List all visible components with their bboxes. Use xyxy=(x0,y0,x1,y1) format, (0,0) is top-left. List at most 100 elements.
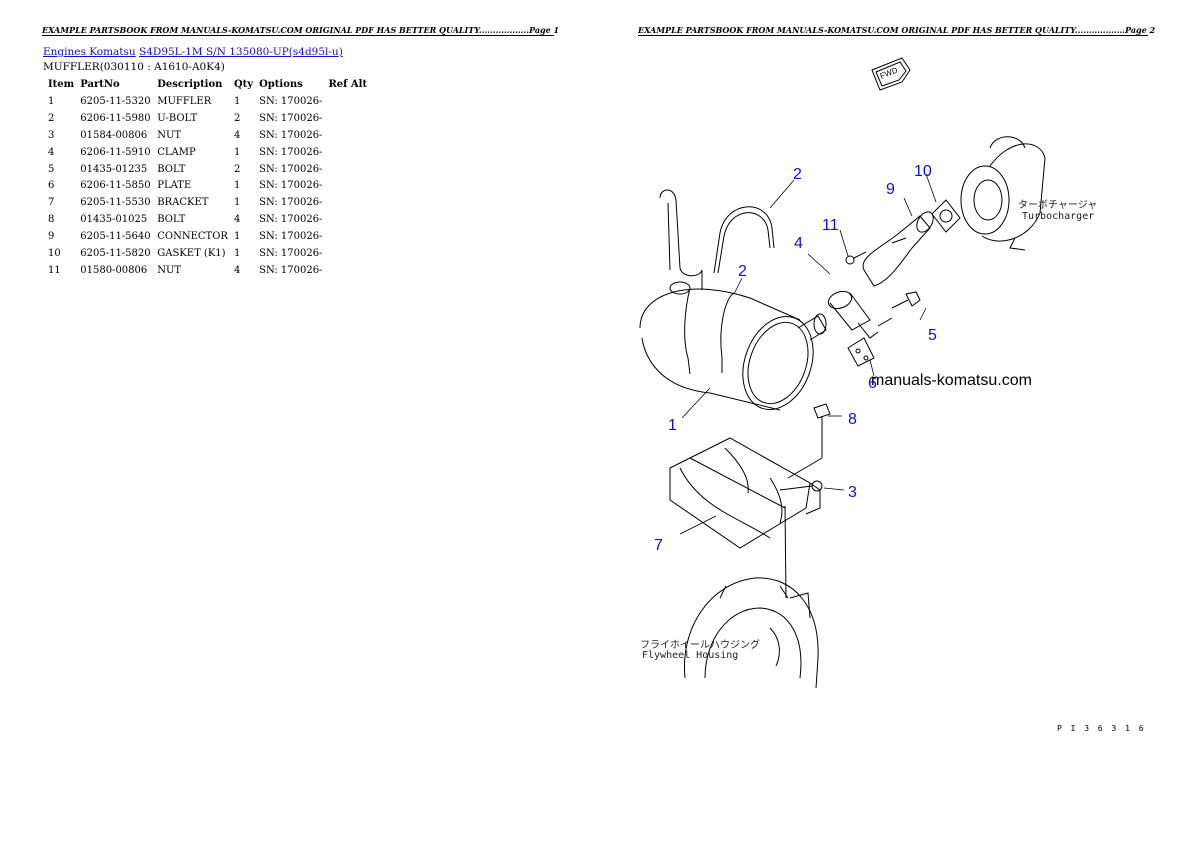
turbocharger-label-jp: ターボチャージャ xyxy=(1018,200,1098,211)
qty-cell: 1 xyxy=(233,95,241,107)
qty-cell: 4 xyxy=(233,129,241,141)
breadcrumb: Engines Komatsu S4D95L-1M S/N 135080-UP(… xyxy=(43,46,343,58)
partno-cell: 6206-11-5980 xyxy=(80,112,151,124)
options-cell: SN: 170026- xyxy=(259,180,323,192)
item-cell: 3 xyxy=(48,129,55,141)
table-row: 1 6205-11-5320 MUFFLER 1 SN: 170026- xyxy=(45,93,370,110)
item-cell: 11 xyxy=(48,264,61,276)
options-cell: SN: 170026- xyxy=(259,112,323,124)
options-cell: SN: 170026- xyxy=(259,214,323,226)
options-cell: SN: 170026- xyxy=(259,95,323,107)
callout-2-muffler: 2 xyxy=(738,263,747,280)
callout-9: 9 xyxy=(886,181,895,198)
plate-drawing xyxy=(847,337,875,367)
qty-cell: 4 xyxy=(233,214,241,226)
qty-cell: 1 xyxy=(233,197,241,209)
breadcrumb-link-model[interactable]: S4D95L-1M S/N 135080-UP(s4d95l-u) xyxy=(139,46,343,58)
connector-drawing xyxy=(862,211,934,287)
column-header-item: Item xyxy=(48,79,75,90)
ref-alt-cell xyxy=(325,228,370,245)
qty-cell: 1 xyxy=(233,180,241,192)
partno-cell: 6206-11-5910 xyxy=(80,146,151,158)
u-bolt-drawing xyxy=(713,206,775,274)
callout-labels: 2 2 1 3 4 5 6 7 8 9 10 11 xyxy=(654,163,937,554)
clamp-drawing xyxy=(827,290,879,339)
description-cell: CONNECTOR xyxy=(157,231,228,243)
qty-cell: 2 xyxy=(233,163,241,175)
leader-lines xyxy=(679,173,937,535)
callout-6: 6 xyxy=(868,375,877,392)
ref-alt-cell xyxy=(325,177,370,194)
partno-cell: 6205-11-5640 xyxy=(80,231,151,243)
description-cell: BOLT xyxy=(157,163,186,175)
description-cell: MUFFLER xyxy=(157,95,212,107)
fwd-arrow-icon xyxy=(871,57,911,91)
callout-3: 3 xyxy=(848,484,857,501)
partno-cell: 01584-00806 xyxy=(80,129,148,141)
ref-alt-cell xyxy=(325,211,370,228)
ref-alt-cell xyxy=(325,245,370,262)
item-cell: 1 xyxy=(48,95,55,107)
item-cell: 7 xyxy=(48,197,55,209)
table-row: 7 6205-11-5530 BRACKET 1 SN: 170026- xyxy=(45,194,370,211)
column-header-qty: Qty xyxy=(233,79,254,90)
partno-cell: 6205-11-5530 xyxy=(80,197,151,209)
column-header-description: Description xyxy=(157,79,223,90)
table-header-row: Item PartNo Description Qty Options Ref … xyxy=(45,76,370,93)
qty-cell: 1 xyxy=(233,247,241,259)
ref-alt-cell xyxy=(325,93,370,110)
turbocharger-drawing xyxy=(960,136,1046,251)
column-header-options: Options xyxy=(259,79,303,90)
item-cell: 2 xyxy=(48,112,55,124)
qty-cell: 4 xyxy=(233,264,241,276)
description-cell: U-BOLT xyxy=(157,112,198,124)
callout-8: 8 xyxy=(848,411,857,428)
item-cell: 10 xyxy=(48,247,61,259)
flywheel-housing-drawing xyxy=(683,505,819,689)
description-cell: GASKET (K1) xyxy=(157,247,226,259)
description-cell: PLATE xyxy=(157,180,192,192)
breadcrumb-link-engines[interactable]: Engines Komatsu xyxy=(43,46,136,58)
options-cell: SN: 170026- xyxy=(259,197,323,209)
partno-cell: 01580-00806 xyxy=(80,264,148,276)
bracket-drawing xyxy=(669,437,821,549)
description-cell: NUT xyxy=(157,129,182,141)
callout-10: 10 xyxy=(914,163,932,180)
options-cell: SN: 170026- xyxy=(259,247,323,259)
nut-drawing xyxy=(845,251,867,265)
item-cell: 8 xyxy=(48,214,55,226)
ref-alt-cell xyxy=(325,110,370,127)
qty-cell: 2 xyxy=(233,112,241,124)
column-header-ref-alt: Ref Alt xyxy=(328,79,368,90)
partno-cell: 6205-11-5820 xyxy=(80,247,151,259)
ref-alt-cell xyxy=(325,262,370,279)
options-cell: SN: 170026- xyxy=(259,264,323,276)
ref-alt-cell xyxy=(325,144,370,161)
parts-table: Item PartNo Description Qty Options Ref … xyxy=(45,76,370,279)
figure-code: P I 3 6 3 1 6 xyxy=(1057,724,1146,733)
qty-cell: 1 xyxy=(233,146,241,158)
callout-2-top: 2 xyxy=(793,166,802,183)
partno-cell: 6205-11-5320 xyxy=(80,95,151,107)
table-row: 10 6205-11-5820 GASKET (K1) 1 SN: 170026- xyxy=(45,245,370,262)
bolt-5-drawing xyxy=(877,291,921,327)
exploded-parts-diagram: 2 2 1 3 4 5 6 7 8 9 10 11 FWD xyxy=(639,57,1046,689)
options-cell: SN: 170026- xyxy=(259,231,323,243)
callout-11: 11 xyxy=(822,217,839,234)
item-cell: 5 xyxy=(48,163,55,175)
callout-1: 1 xyxy=(668,417,677,434)
nut-3-drawing xyxy=(779,480,823,492)
flywheel-label-en: Flywheel Housing xyxy=(642,650,739,661)
callout-4: 4 xyxy=(794,235,803,252)
options-cell: SN: 170026- xyxy=(259,146,323,158)
ref-alt-cell xyxy=(325,127,370,144)
description-cell: BRACKET xyxy=(157,197,209,209)
